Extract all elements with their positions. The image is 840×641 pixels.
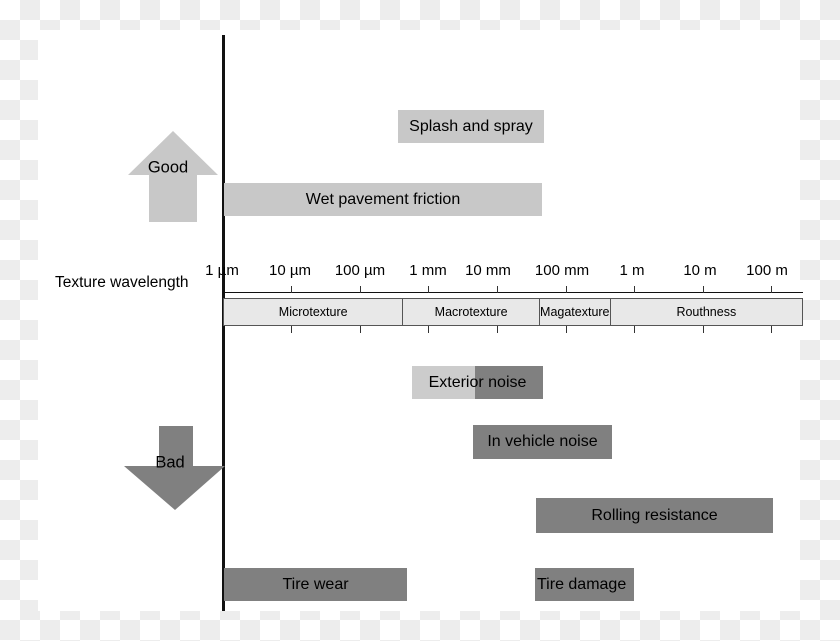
bar-exterior-noise: Exterior noise <box>412 366 543 399</box>
bar-tire-wear: Tire wear <box>224 568 407 601</box>
axis-tick <box>291 286 292 293</box>
bar-label: Wet pavement friction <box>305 190 461 208</box>
axis-caption: Texture wavelength <box>55 274 189 291</box>
axis-tick <box>566 286 567 293</box>
axis-tick <box>771 326 772 333</box>
tick-label-100m: 100 m <box>746 262 788 279</box>
bar-label: Tire damage <box>537 575 627 593</box>
bar-wet-pavement-friction: Wet pavement friction <box>224 183 542 216</box>
category-cell-macrotexture: Macrotexture <box>403 299 540 325</box>
axis-tick <box>566 326 567 333</box>
bar-label: Rolling resistance <box>591 506 718 524</box>
bad-arrow-label: Bad <box>155 453 185 472</box>
good-arrow-label: Good <box>147 158 189 177</box>
tick-label-1um: 1 µm <box>205 262 239 279</box>
tick-label-1m: 1 m <box>619 262 645 279</box>
axis-tick <box>634 286 635 293</box>
bar-label: Splash and spray <box>409 117 533 135</box>
axis-tick <box>428 286 429 293</box>
figure-canvas: Good Bad Splash and spray Wet pavement f… <box>38 30 803 611</box>
bar-tire-damage: Tire damage <box>535 568 634 601</box>
bar-label: Exterior noise <box>428 373 527 391</box>
bar-segment-dark <box>475 366 543 399</box>
bad-arrow-icon <box>123 425 226 511</box>
axis-tick <box>634 326 635 333</box>
bar-rolling-resistance: Rolling resistance <box>536 498 773 533</box>
category-cell-magatexture: Magatexture <box>540 299 611 325</box>
tick-label-100mm: 100 mm <box>534 262 590 279</box>
axis-tick <box>703 286 704 293</box>
tick-label-1mm: 1 mm <box>409 262 447 279</box>
bar-label: Tire wear <box>282 575 349 593</box>
tick-label-10um: 10 µm <box>269 262 311 279</box>
good-arrow-icon <box>127 130 219 223</box>
tick-label-10mm: 10 mm <box>465 262 511 279</box>
axis-tick <box>497 286 498 293</box>
category-cell-routhness: Routhness <box>676 305 737 319</box>
axis-tick <box>360 326 361 333</box>
bar-in-vehicle-noise: In vehicle noise <box>473 425 612 459</box>
axis-tick <box>428 326 429 333</box>
tick-label-10m: 10 m <box>683 262 717 279</box>
horizontal-axis-line <box>222 292 803 293</box>
axis-tick <box>497 326 498 333</box>
texture-category-strip: Microtexture Macrotexture Magatexture Ro… <box>223 298 803 326</box>
bar-splash-and-spray: Splash and spray <box>398 110 544 143</box>
axis-tick <box>771 286 772 293</box>
axis-tick <box>703 326 704 333</box>
axis-tick <box>291 326 292 333</box>
bar-label: In vehicle noise <box>487 433 598 450</box>
tick-label-100um: 100 µm <box>334 262 386 279</box>
axis-tick <box>360 286 361 293</box>
category-cell-microtexture: Microtexture <box>224 299 404 325</box>
